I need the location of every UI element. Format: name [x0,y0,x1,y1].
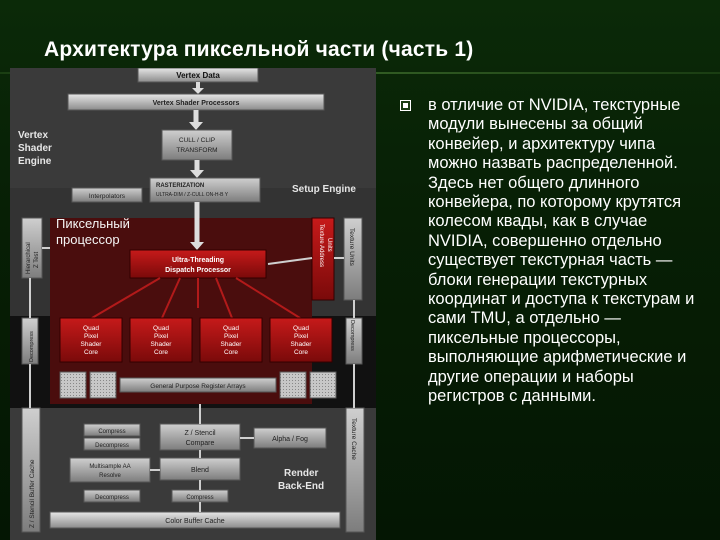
svg-text:Shader: Shader [151,341,173,348]
setup-engine-label: Setup Engine [292,184,356,195]
svg-text:Quad: Quad [293,325,309,332]
decompress-left: Decompress [21,317,39,365]
texture-address-label-2: Units [326,238,332,252]
shader-core-4: Quad Pixel Shader Core [269,317,333,363]
rasterization-box: RASTERIZATION ULTRA-DIM / Z-CULL ON-H-B … [149,177,261,203]
hierarchical-z-label-1: Hierarchical [26,242,32,274]
svg-text:Quad: Quad [223,325,239,332]
svg-text:Shader: Shader [221,341,243,348]
svg-text:Pixel: Pixel [154,333,169,340]
cull-clip-box: CULL / CLIP TRANSFORM [161,129,233,161]
svg-text:Decompress: Decompress [349,320,355,351]
dispatch-processor-label: Dispatch Processor [165,267,231,274]
svg-text:Shader: Shader [291,341,313,348]
compress-box-2: Compress [171,489,229,503]
svg-text:Multisample AA: Multisample AA [89,464,130,470]
z-stencil-compare: Z / Stencil Compare [159,423,241,451]
shader-core-3: Quad Pixel Shader Core [199,317,263,363]
pixel-processor-label-2: процессор [56,232,120,247]
svg-text:Pixel: Pixel [294,333,309,340]
ultra-threading-dispatch: Ultra-Threading Dispatch Processor [129,249,267,279]
svg-text:Decompress: Decompress [95,495,129,501]
bullet-text: в отличие от NVIDIA, текстурные модули в… [428,96,695,406]
cull-clip-label: CULL / CLIP [179,137,215,144]
texture-address-units: Texture Address Units [311,217,335,301]
texture-address-label-1: Texture Address [318,224,324,267]
svg-text:Compare: Compare [186,440,215,447]
gp-registers-label: General Purpose Register Arrays [150,383,246,390]
shader-core-2: Quad Pixel Shader Core [129,317,193,363]
svg-text:Alpha / Fog: Alpha / Fog [272,436,308,443]
vertex-engine-label-1: Vertex [18,130,48,141]
svg-text:Pixel: Pixel [224,333,239,340]
svg-text:Shader: Shader [81,341,103,348]
svg-text:Core: Core [154,349,168,356]
dataflow-lines [29,247,355,512]
z-stencil-buffer-cache: Z / Stencil Buffer Cache [21,407,41,533]
texture-units-label: Texture Units [348,228,355,267]
vertex-engine-label-2: Shader [18,143,52,154]
decompress-box-2: Decompress [83,489,141,503]
blend-box: Blend [159,457,241,481]
svg-text:Z / Stencil: Z / Stencil [184,430,216,437]
vertex-shader-processors: Vertex Shader Processors [67,93,325,111]
bullet-list: в отличие от NVIDIA, текстурные модули в… [400,96,700,407]
architecture-diagram: Vertex Data Vertex Shader Processors Ver… [10,68,376,540]
dispatch-connectors [91,277,301,319]
multisample-resolve: Multisample AA Resolve [69,457,151,483]
pixel-processor-label-1: Пиксельный [56,216,130,231]
hierarchical-z-box: Hierarchical Z Test [21,217,43,279]
alpha-fog: Alpha / Fog [253,427,327,449]
slide-title: Архитектура пиксельной части (часть 1) [44,38,474,61]
svg-text:Core: Core [224,349,238,356]
svg-text:Pixel: Pixel [84,333,99,340]
rasterization-sublabel: ULTRA-DIM / Z-CULL ON-H-B Y [156,192,229,198]
svg-text:Texture Cache: Texture Cache [350,418,357,460]
svg-text:Decompress: Decompress [29,331,35,362]
svg-text:Quad: Quad [153,325,169,332]
rasterization-label: RASTERIZATION [156,183,204,189]
vertex-shader-processors-label: Vertex Shader Processors [153,100,240,107]
svg-text:Z / Stencil Buffer Cache: Z / Stencil Buffer Cache [29,459,36,528]
hierarchical-z-label-2: Z Test [34,251,40,268]
vertex-data-box: Vertex Data [137,68,259,83]
vertex-engine-label-3: Engine [18,156,52,167]
shader-core-1: Quad Pixel Shader Core [59,317,123,363]
decompress-box-1: Decompress [83,437,141,451]
color-buffer-cache: Color Buffer Cache [49,511,341,529]
transform-label: TRANSFORM [176,147,217,154]
render-backend-label-1: Render [284,468,319,479]
vertex-data-label: Vertex Data [176,71,220,80]
render-backend-label-2: Back-End [278,481,324,492]
texture-cache: Texture Cache [345,407,365,533]
compress-box-1: Compress [83,423,141,437]
svg-text:Resolve: Resolve [99,473,121,479]
svg-text:Compress: Compress [98,429,125,435]
register-arrays: General Purpose Register Arrays [59,371,337,399]
svg-text:Blend: Blend [191,467,209,474]
svg-text:Core: Core [294,349,308,356]
decompress-right: Decompress [345,317,363,365]
interpolators-box: Interpolators [71,187,143,203]
texture-units: Texture Units [343,217,363,301]
svg-text:Decompress: Decompress [95,443,129,449]
svg-text:Quad: Quad [83,325,99,332]
svg-text:Core: Core [84,349,98,356]
ultra-threading-label: Ultra-Threading [172,257,224,264]
svg-text:Compress: Compress [186,495,213,501]
svg-text:Color Buffer Cache: Color Buffer Cache [165,518,225,525]
interpolators-label: Interpolators [89,193,126,200]
bullet-square-icon [400,100,411,111]
